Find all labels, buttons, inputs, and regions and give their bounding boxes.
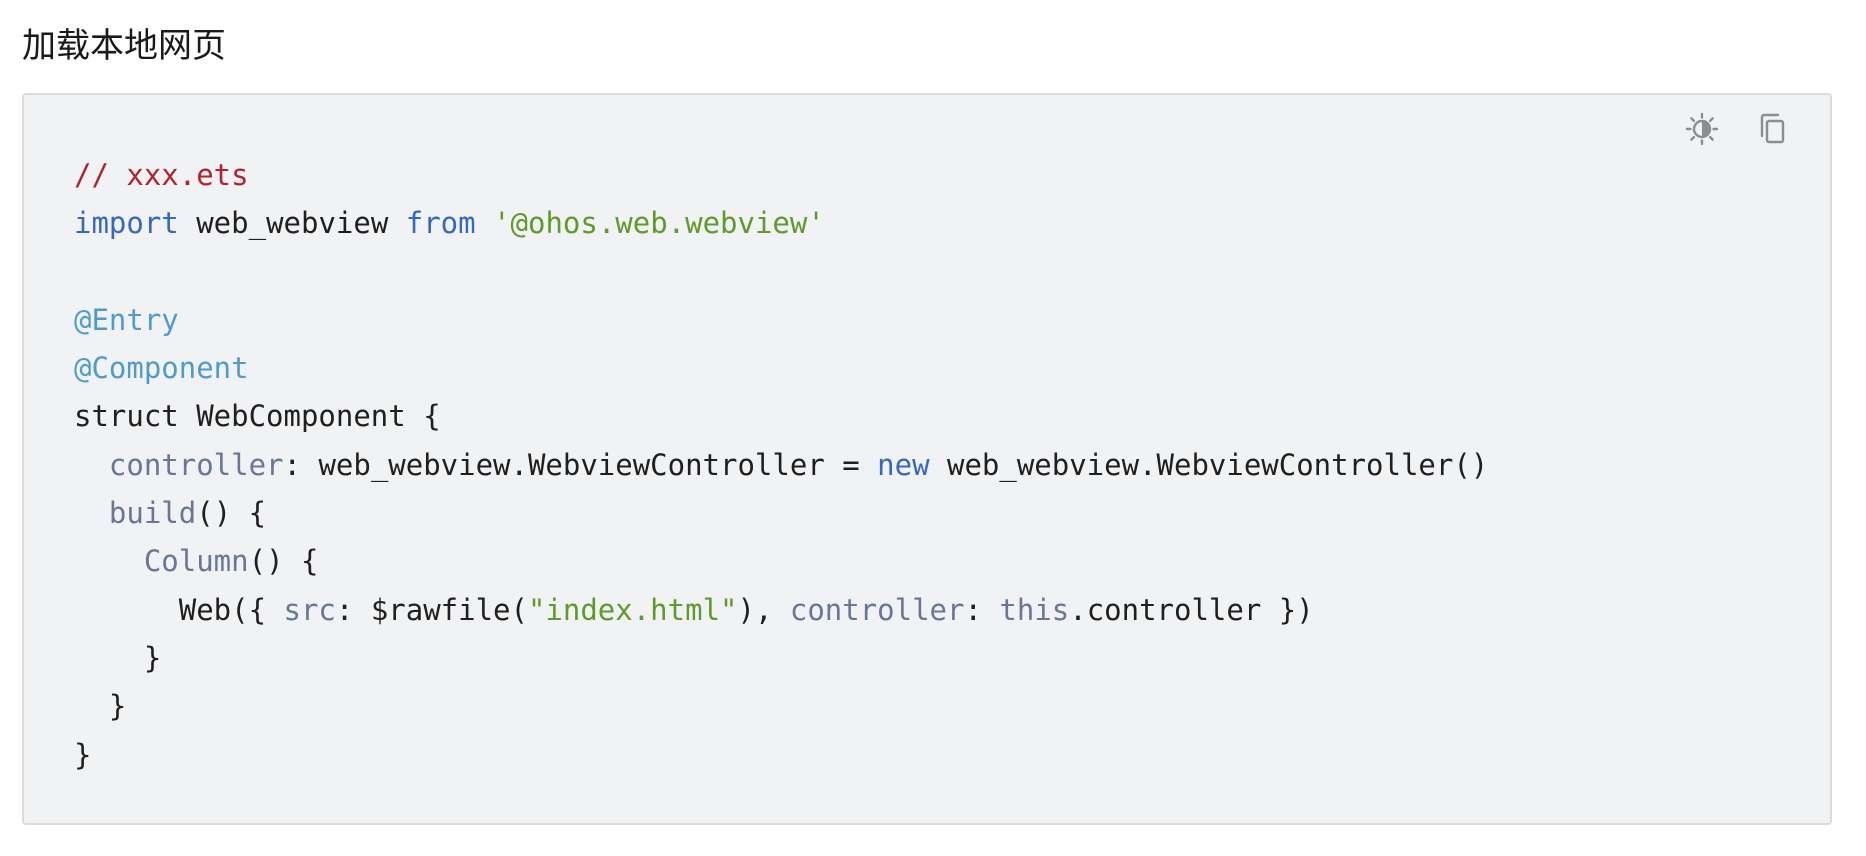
code-line: build() { xyxy=(74,489,1488,537)
code-line: } xyxy=(74,634,1488,682)
code-token: } xyxy=(74,737,92,772)
code-block: // xxx.ets import web_webview from '@ohos… xyxy=(22,93,1832,825)
code-token: Column xyxy=(143,544,249,579)
contrast-theme-icon xyxy=(1685,112,1719,146)
code-line: @Entry xyxy=(74,296,1488,344)
code-token: struct WebComponent { xyxy=(74,399,441,434)
code-token: build xyxy=(108,496,197,531)
code-token: @Component xyxy=(74,351,249,386)
code-token: Web({ xyxy=(74,592,284,627)
code-token: () { xyxy=(248,544,319,579)
code-line xyxy=(74,248,1488,296)
code-line: } xyxy=(74,682,1488,730)
code-token: } xyxy=(74,689,127,724)
code-token: .controller }) xyxy=(1069,592,1314,627)
copy-icon xyxy=(1760,113,1785,144)
code-token: web_webview xyxy=(178,206,406,241)
code-line: controller: web_webview.WebviewControlle… xyxy=(74,441,1488,489)
code-token: () { xyxy=(196,496,267,531)
code-token xyxy=(74,496,109,530)
code-line: // xxx.ets xyxy=(74,151,1488,199)
section-title: 加载本地网页 xyxy=(22,26,226,66)
code-token: controller xyxy=(108,447,284,482)
code-token: import xyxy=(74,206,179,241)
code-token: : xyxy=(964,592,1000,627)
code-line: @Component xyxy=(74,344,1488,392)
copy-button[interactable] xyxy=(1754,111,1790,147)
code-token: "index.html" xyxy=(527,592,738,627)
code-token: : $rawfile( xyxy=(335,592,528,627)
code-toolbar xyxy=(1684,111,1790,147)
code-line: import web_webview from '@ohos.web.webvi… xyxy=(74,199,1488,247)
code-token xyxy=(74,448,109,482)
code-token: new xyxy=(877,447,930,482)
code-token: @Entry xyxy=(74,302,179,337)
code-token: from xyxy=(405,206,476,241)
theme-toggle-button[interactable] xyxy=(1684,111,1720,147)
code-token: ), xyxy=(737,592,790,627)
code-token: controller xyxy=(789,592,965,627)
code-line: struct WebComponent { xyxy=(74,392,1488,440)
code-content: // xxx.ets import web_webview from '@ohos… xyxy=(74,151,1488,779)
code-token xyxy=(74,544,144,578)
code-token: // xxx.ets xyxy=(74,158,249,192)
code-line: Web({ src: $rawfile("index.html"), contr… xyxy=(74,586,1488,634)
code-line: Column() { xyxy=(74,537,1488,585)
code-line: } xyxy=(74,731,1488,779)
code-token xyxy=(476,206,493,240)
code-token: } xyxy=(74,640,162,675)
code-token: this xyxy=(999,592,1070,627)
code-token: '@ohos.web.webview' xyxy=(493,206,825,241)
code-token: src xyxy=(283,592,336,627)
code-token: : web_webview.WebviewController = xyxy=(283,447,878,482)
code-token: web_webview.WebviewController() xyxy=(929,447,1489,482)
